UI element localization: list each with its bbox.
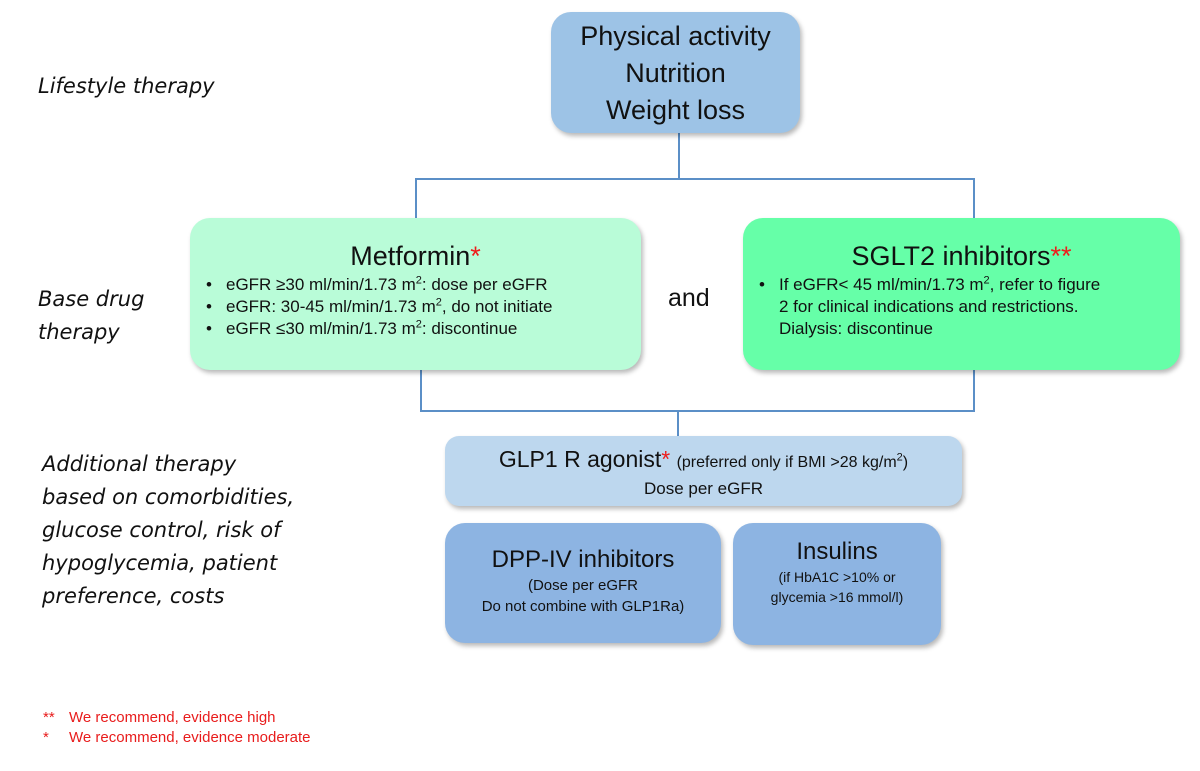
sglt2-title: SGLT2 inhibitors** [753,240,1170,272]
connector-bottom-horizontal [420,410,975,412]
glp1-bmi-note: (preferred only if BMI >28 kg/m2) [676,451,909,471]
connector-to-sglt2 [973,178,975,220]
base-drug-therapy-label: Base drug therapy [38,283,144,349]
metformin-box: Metformin* eGFR ≥30 ml/min/1.73 m2: dose… [190,218,641,370]
evidence-moderate-marker: * [661,446,671,472]
additional-label-line: based on comorbidities, [42,485,295,509]
connector-lifestyle-down [678,133,680,179]
additional-label-line: Additional therapy [42,452,237,476]
additional-therapy-label: Additional therapy based on comorbiditie… [42,448,294,613]
glp1-title-text: GLP1 R agonist [498,446,662,472]
superscript: 2 [415,318,422,331]
connector-to-glp1 [677,410,679,438]
superscript: 2 [983,274,990,287]
metformin-criterion: eGFR: 30-45 ml/min/1.73 m2, do not initi… [200,296,631,318]
base-drug-label-line: Base drug [38,287,145,311]
sglt2-title-text: SGLT2 inhibitors [851,241,1051,271]
legend-text: We recommend, evidence high [69,709,276,726]
and-connector-word: and [668,284,710,312]
lifestyle-item: Weight loss [605,95,746,125]
insulins-note: (if HbA1C >10% or [778,569,896,585]
criterion-text: : dose per eGFR [421,275,548,294]
additional-label-line: hypoglycemia, patient [42,551,278,575]
connector-to-metformin [415,178,417,220]
lifestyle-item: Nutrition [625,58,726,88]
dpp4-inhibitors-box: DPP-IV inhibitors (Dose per eGFR Do not … [445,523,721,643]
sglt2-criteria-list: If eGFR< 45 ml/min/1.73 m2, refer to fig… [753,274,1170,340]
glp1-dose-note: Dose per eGFR [643,479,764,498]
legend-text: We recommend, evidence moderate [69,729,311,746]
connector-from-sglt2 [973,370,975,412]
criterion-text: eGFR ≥30 ml/min/1.73 m [226,275,416,294]
legend-item-moderate: * We recommend, evidence moderate [43,728,311,748]
note-text: (preferred only if BMI >28 kg/m [676,454,897,471]
lifestyle-therapy-label: Lifestyle therapy [38,74,215,98]
legend-marker: * [43,729,49,746]
superscript: 2 [435,296,442,309]
connector-from-metformin [420,370,422,412]
metformin-title-text: Metformin [350,241,471,271]
additional-label-line: glucose control, risk of [42,518,281,542]
criterion-text: Dialysis: discontinue [779,319,934,338]
additional-label-line: preference, costs [42,584,225,608]
criterion-text: eGFR ≤30 ml/min/1.73 m [226,319,416,338]
glp1-title-line: GLP1 R agonist* (preferred only if BMI >… [445,445,962,477]
metformin-criterion: eGFR ≤30 ml/min/1.73 m2: discontinue [200,318,631,340]
legend-marker: ** [43,709,55,726]
superscript: 2 [896,451,903,464]
glp1-agonist-box: GLP1 R agonist* (preferred only if BMI >… [445,436,962,506]
metformin-criterion: eGFR ≥30 ml/min/1.73 m2: dose per eGFR [200,274,631,296]
sglt2-criterion: If eGFR< 45 ml/min/1.73 m2, refer to fig… [753,274,1170,340]
evidence-legend: ** We recommend, evidence high * We recomm… [43,708,311,748]
dpp4-note: Do not combine with GLP1Ra) [481,598,685,615]
criterion-text: If eGFR< 45 ml/min/1.73 m [779,275,984,294]
criterion-text: , refer to figure [989,275,1101,294]
metformin-criteria-list: eGFR ≥30 ml/min/1.73 m2: dose per eGFR e… [200,274,631,340]
criterion-text: , do not initiate [441,297,553,316]
metformin-title: Metformin* [200,240,631,272]
sglt2-box: SGLT2 inhibitors** If eGFR< 45 ml/min/1.… [743,218,1180,370]
dpp4-title: DPP-IV inhibitors [491,546,675,573]
insulins-box: Insulins (if HbA1C >10% or glycemia >16 … [733,523,941,645]
base-drug-label-line: therapy [38,320,120,344]
note-text: ) [902,454,909,471]
lifestyle-item: Physical activity [580,21,771,51]
superscript: 2 [415,274,422,287]
evidence-moderate-marker: * [470,241,481,271]
dpp4-note: (Dose per eGFR [527,577,639,594]
criterion-text: eGFR: 30-45 ml/min/1.73 m [226,297,436,316]
insulins-note: glycemia >16 mmol/l) [770,589,904,605]
insulins-title: Insulins [796,538,878,565]
connector-top-horizontal [415,178,975,180]
lifestyle-box: Physical activity Nutrition Weight loss [551,12,800,133]
legend-item-high: ** We recommend, evidence high [43,708,311,728]
evidence-high-marker: ** [1050,241,1072,271]
criterion-text: : discontinue [421,319,518,338]
criterion-text: 2 for clinical indications and restricti… [779,297,1079,316]
